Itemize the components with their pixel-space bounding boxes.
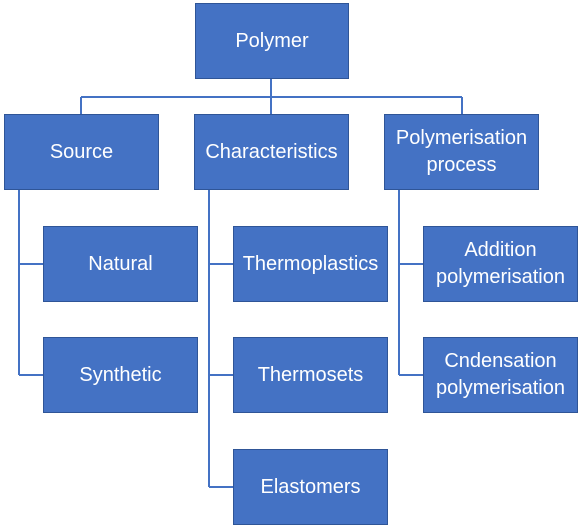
node-thermosets: Thermosets xyxy=(233,337,388,413)
node-source: Source xyxy=(4,114,159,190)
node-condensation-polymerisation: Cndensation polymerisation xyxy=(423,337,578,413)
node-polymerisation-process: Polymerisation process xyxy=(384,114,539,190)
node-thermosets-label: Thermosets xyxy=(257,363,364,386)
node-elastomers-label: Elastomers xyxy=(260,475,361,498)
node-elastomers: Elastomers xyxy=(233,449,388,525)
node-thermoplastics: Thermoplastics xyxy=(233,226,388,302)
node-polymer: Polymer xyxy=(195,3,349,79)
node-synthetic: Synthetic xyxy=(43,337,198,413)
node-characteristics: Characteristics xyxy=(194,114,349,190)
node-addition-polymerisation: Addition polymerisation xyxy=(423,226,578,302)
node-characteristics-label: Characteristics xyxy=(205,140,338,163)
node-thermoplastics-label: Thermoplastics xyxy=(242,252,379,275)
node-addition-polymerisation-label: Addition polymerisation xyxy=(436,239,565,288)
node-condensation-polymerisation-label: Cndensation polymerisation xyxy=(436,350,565,399)
node-natural-label: Natural xyxy=(88,252,153,275)
node-synthetic-label: Synthetic xyxy=(79,363,162,386)
node-polymer-label: Polymer xyxy=(235,29,309,52)
node-polymerisation-process-label: Polymerisation process xyxy=(395,127,528,176)
node-natural: Natural xyxy=(43,226,198,302)
node-source-label: Source xyxy=(49,140,114,163)
